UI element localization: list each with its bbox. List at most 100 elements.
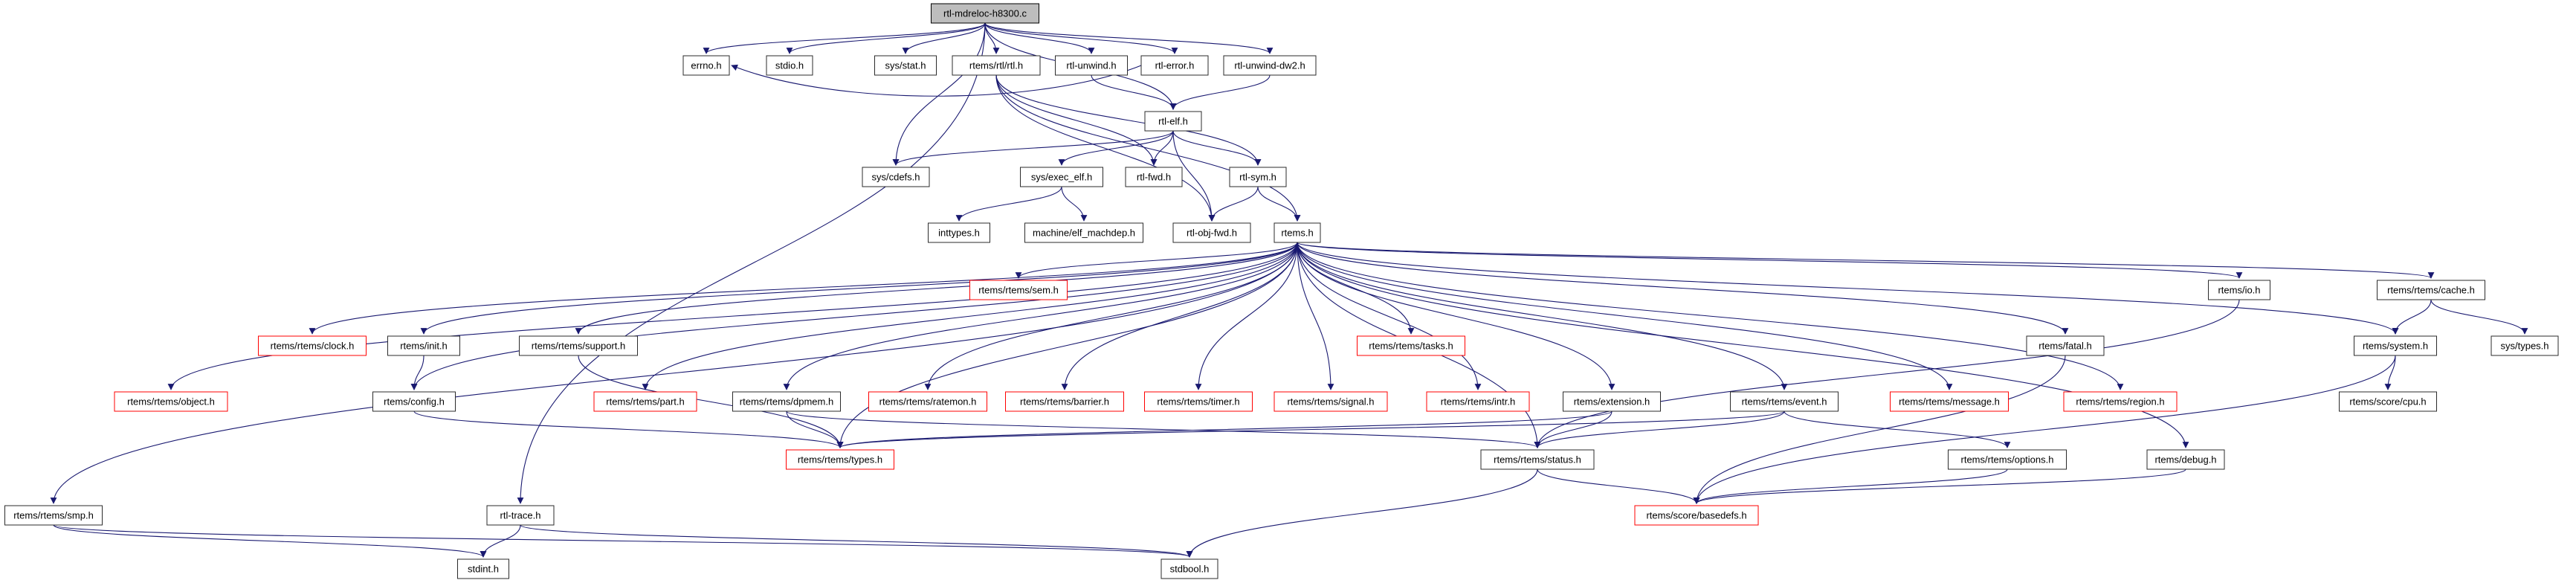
node-stdio[interactable]: stdio.h [766,55,813,76]
node-box [1563,391,1661,412]
node-rtl-unwind-dw2[interactable]: rtl-unwind-dw2.h [1223,55,1317,76]
node-box [1274,391,1388,412]
node-sys-types[interactable]: sys/types.h [2491,335,2559,356]
node-config[interactable]: rtems/config.h [372,391,456,412]
node-rtl-elf[interactable]: rtl-elf.h [1144,111,1202,132]
edge-support-types [578,355,844,448]
node-support[interactable]: rtems/rtems/support.h [519,335,638,356]
node-timer[interactable]: rtems/rtems/timer.h [1144,391,1253,412]
node-label: rtl-fwd.h [1137,172,1171,183]
node-inttypes[interactable]: inttypes.h [928,222,990,243]
edge-root-rtl-error [984,22,1178,54]
node-label: rtl-elf.h [1158,116,1188,127]
node-extension[interactable]: rtems/extension.h [1563,391,1661,412]
node-system[interactable]: rtems/system.h [2354,335,2437,356]
node-clock[interactable]: rtems/rtems/clock.h [258,335,367,356]
node-rtl-error[interactable]: rtl-error.h [1140,55,1209,76]
node-label: rtems/rtems/status.h [1494,454,1581,466]
node-rtl-sym[interactable]: rtl-sym.h [1229,167,1287,187]
node-rtl-obj-fwd[interactable]: rtl-obj-fwd.h [1172,222,1251,243]
node-fatal[interactable]: rtems/fatal.h [2026,335,2105,356]
node-types[interactable]: rtems/rtems/types.h [786,449,894,470]
node-box [372,391,456,412]
node-cpu[interactable]: rtems/score/cpu.h [2339,391,2437,412]
node-rtl-trace[interactable]: rtl-trace.h [486,505,555,526]
node-errno[interactable]: errno.h [682,55,730,76]
node-label: rtems/rtems/part.h [606,396,684,408]
node-region[interactable]: rtems/rtems/region.h [2063,391,2178,412]
node-rtl-fwd[interactable]: rtl-fwd.h [1125,167,1183,187]
node-box [952,55,1041,76]
node-label: rtems/rtems/options.h [1961,454,2054,466]
node-basedefs[interactable]: rtems/score/basedefs.h [1634,505,1759,526]
node-box [1140,55,1209,76]
edge-rtems-extension [1297,242,1615,390]
node-box [2339,391,2437,412]
edge-rtl-h-rtl-obj-fwd [995,74,1216,222]
node-box [931,3,1039,24]
node-sys-exec-elf[interactable]: sys/exec_elf.h [1020,167,1103,187]
node-box [2026,335,2105,356]
node-box [2491,335,2559,356]
node-smp[interactable]: rtems/rtems/smp.h [4,505,103,526]
node-sys-stat[interactable]: sys/stat.h [874,55,937,76]
edge-rtl-elf-sys-exec-elf [1058,130,1174,166]
edge-rtl-elf-rtl-fwd [1150,130,1174,166]
edge-rtl-sym-rtems [1257,186,1301,222]
node-event[interactable]: rtems/rtems/event.h [1730,391,1839,412]
node-box [1730,391,1839,412]
edge-rtems-init [420,242,1298,335]
edge-root-rtl-unwind-dw2 [984,22,1274,54]
node-label: rtems/rtems/signal.h [1287,396,1374,408]
node-part[interactable]: rtems/rtems/part.h [593,391,697,412]
node-sem[interactable]: rtems/rtems/sem.h [969,280,1068,300]
node-box [1020,167,1103,187]
edge-rtems-smp [50,242,1298,504]
node-label: rtems/init.h [400,341,448,352]
node-box [874,55,937,76]
node-intr[interactable]: rtems/rtems/intr.h [1426,391,1530,412]
node-layer: rtl-mdreloc-h8300.c errno.h stdio.h sys/sta… [4,3,2559,579]
edge-rtems-io [1297,242,2242,279]
node-debug[interactable]: rtems/debug.h [2146,449,2225,470]
node-box [519,335,638,356]
node-label: rtl-obj-fwd.h [1187,228,1237,239]
edge-rtl-h-rtl-fwd [995,74,1158,166]
node-root: rtl-mdreloc-h8300.c [931,3,1039,24]
node-rtl-unwind[interactable]: rtl-unwind.h [1055,55,1128,76]
node-box [862,167,930,187]
edge-status-basedefs [1537,468,1700,504]
node-rtl-h[interactable]: rtems/rtl/rtl.h [952,55,1041,76]
edge-rtems-clock [309,242,1298,335]
node-box [1890,391,2009,412]
node-barrier[interactable]: rtems/rtems/barrier.h [1005,391,1124,412]
node-rtems[interactable]: rtems.h [1274,222,1321,243]
edge-rtl-trace-stdbool [520,524,1193,558]
node-label: sys/stat.h [885,60,926,71]
node-options[interactable]: rtems/rtems/options.h [1948,449,2067,470]
node-init[interactable]: rtems/init.h [387,335,460,356]
node-status[interactable]: rtems/rtems/status.h [1480,449,1595,470]
edge-rtems-object [167,242,1298,390]
edge-root-errno [703,22,986,54]
node-ratemon[interactable]: rtems/rtems/ratemon.h [868,391,987,412]
node-stdbool[interactable]: stdbool.h [1161,558,1218,579]
node-io[interactable]: rtems/io.h [2208,280,2270,300]
node-dpmem[interactable]: rtems/rtems/dpmem.h [732,391,841,412]
edge-rtems-part [642,242,1298,390]
node-elf-machdep[interactable]: machine/elf_machdep.h [1024,222,1143,243]
edge-rtems-config [410,242,1298,390]
node-sys-cdefs[interactable]: sys/cdefs.h [862,167,930,187]
edge-rtems-region [1297,242,2124,390]
node-tasks[interactable]: rtems/rtems/tasks.h [1357,335,1465,356]
node-box [593,391,697,412]
node-signal[interactable]: rtems/rtems/signal.h [1274,391,1388,412]
node-label: rtl-unwind-dw2.h [1234,60,1305,71]
node-cache[interactable]: rtems/rtems/cache.h [2377,280,2485,300]
node-stdint[interactable]: stdint.h [457,558,509,579]
node-box [2146,449,2225,470]
node-message[interactable]: rtems/rtems/message.h [1890,391,2009,412]
node-object[interactable]: rtems/rtems/object.h [114,391,228,412]
node-box [258,335,367,356]
edge-rtems-fatal [1297,242,2069,335]
